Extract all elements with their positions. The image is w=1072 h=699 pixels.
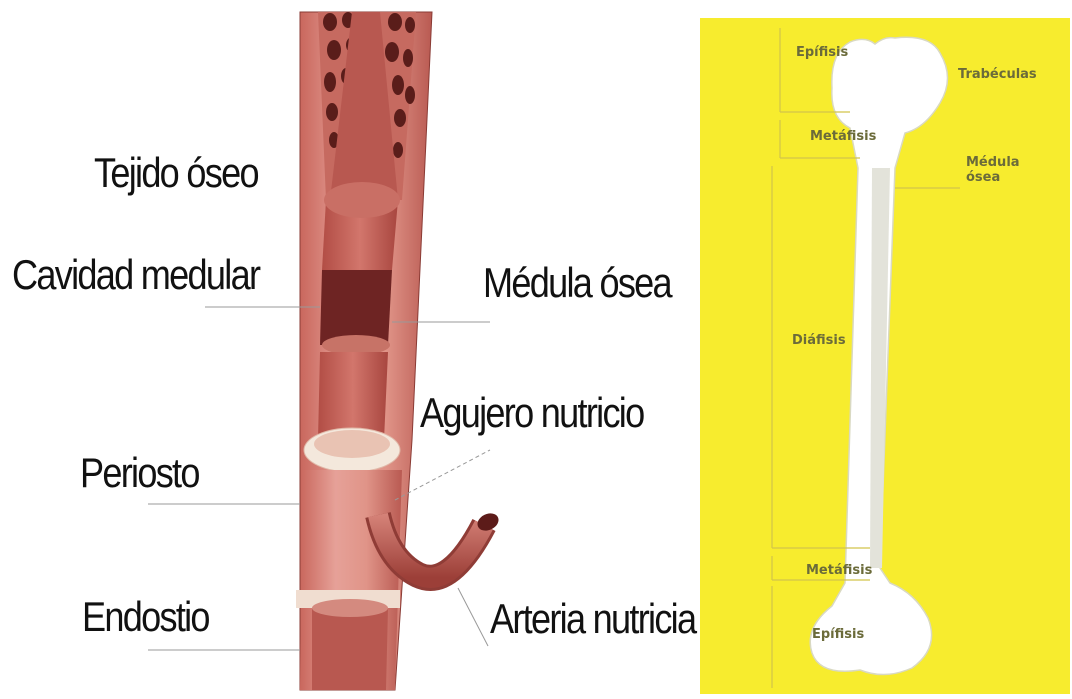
label-medula-osea-right: Médula ósea (966, 156, 1020, 186)
long-bone-diagram (700, 8, 1072, 694)
label-arteria-nutricia: Arteria nutricia (490, 598, 695, 640)
label-metafisis-bottom: Metáfisis (806, 564, 872, 579)
label-epifisis-top: Epífisis (796, 46, 848, 61)
label-medula-osea: Médula ósea (483, 262, 671, 304)
label-trabeculas: Trabéculas (958, 68, 1037, 83)
label-endostio: Endostio (82, 596, 209, 638)
label-tejido-oseo: Tejido óseo (94, 152, 258, 194)
label-medula-osea-line1: Médula (966, 155, 1020, 170)
label-epifisis-bottom: Epífisis (812, 628, 864, 643)
label-periosto: Periosto (80, 452, 199, 494)
label-agujero-nutricio: Agujero nutricio (420, 392, 643, 434)
label-metafisis-top: Metáfisis (810, 130, 876, 145)
label-medula-osea-line2: ósea (966, 170, 1000, 185)
label-diafisis: Diáfisis (792, 334, 846, 349)
bone-marrow (320, 270, 392, 345)
lower-cavity (318, 352, 388, 440)
label-cavidad-medular: Cavidad medular (12, 254, 259, 296)
long-bone-panel: Epífisis Trabéculas Metáfisis Médula óse… (700, 8, 1072, 694)
bottom-cavity (312, 608, 388, 690)
